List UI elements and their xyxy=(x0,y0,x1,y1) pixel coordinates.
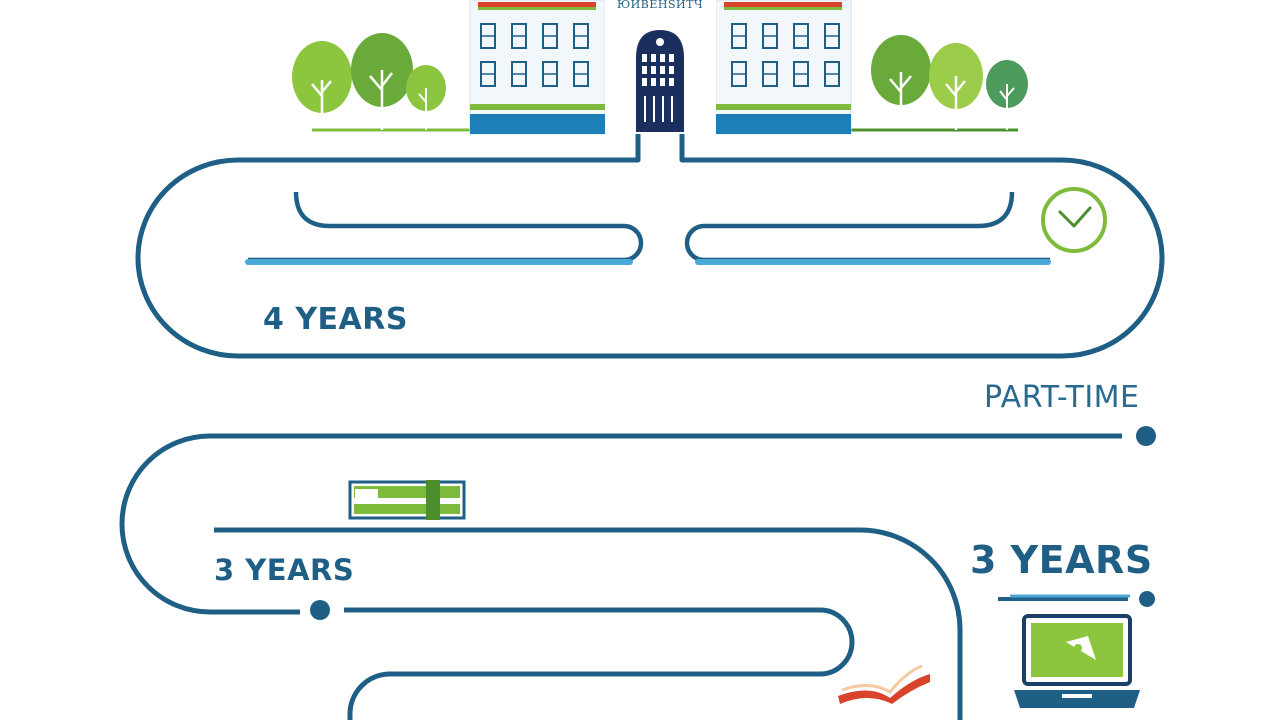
tree-icon xyxy=(292,41,352,128)
full-time-road xyxy=(135,134,1165,359)
part-time-heading: PART-TIME xyxy=(984,380,1140,415)
clock-icon xyxy=(1041,187,1107,253)
university-sign: ЮИВЕНЅИТЧ xyxy=(617,0,703,11)
inner-road-right xyxy=(684,191,1050,263)
right-track-dot xyxy=(1139,591,1155,607)
path-end-dot xyxy=(1136,426,1156,446)
book-icon xyxy=(348,480,466,520)
university-building-icon xyxy=(469,0,852,135)
inner-road-left xyxy=(248,191,644,263)
part-time-duration-label-left: 3 YEARS xyxy=(214,553,355,587)
tree-icon xyxy=(929,43,983,130)
part-time-duration-label-right: 3 YEARS xyxy=(970,538,1153,582)
lower-serpentine-road xyxy=(344,607,855,720)
tree-icon xyxy=(986,60,1028,130)
open-book-icon xyxy=(838,664,930,704)
part-time-road xyxy=(119,433,1122,615)
part-time-inner-road xyxy=(214,527,963,720)
tree-icon xyxy=(406,65,446,130)
laptop-icon xyxy=(1014,614,1140,708)
tree-icon xyxy=(871,35,931,128)
full-time-duration-label: 4 YEARS xyxy=(263,302,408,337)
tree-icon xyxy=(351,33,413,130)
path-node-dot xyxy=(310,600,330,620)
